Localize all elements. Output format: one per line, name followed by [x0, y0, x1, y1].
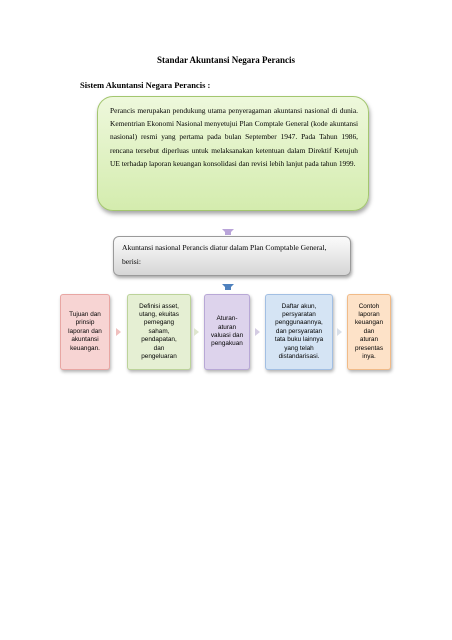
component-card-valuation-rules: Aturan- aturan valuasi dan pengakuan	[204, 294, 250, 370]
card-line: Definisi asset,	[139, 302, 179, 310]
card-line: prinsip	[75, 319, 95, 327]
card-line: keuangan	[354, 319, 384, 327]
card-line: laporan dan	[68, 327, 102, 335]
component-card-text: Definisi asset, utang, ekuitas pemegang …	[139, 303, 179, 362]
component-card-sample-statements: Contoh laporan keuangan dan aturan prese…	[347, 294, 391, 370]
card-line: keuangan.	[70, 344, 100, 352]
component-card-objectives: Tujuan dan prinsip laporan dan akuntansi…	[60, 294, 110, 370]
chevron-right-icon	[337, 328, 342, 336]
chevron-right-icon	[255, 328, 260, 336]
card-line: penggunaannya,	[275, 319, 323, 327]
card-line: akuntansi	[71, 336, 99, 344]
plan-statement-text: Akuntansi nasional Perancis diatur dalam…	[122, 243, 327, 266]
section-heading: Sistem Akuntansi Negara Perancis :	[80, 80, 211, 90]
card-line: Contoh	[358, 302, 380, 310]
component-card-text: Contoh laporan keuangan dan aturan prese…	[355, 303, 383, 362]
component-card-chart-of-accounts: Daftar akun, persyaratan penggunaannya, …	[265, 294, 333, 370]
card-line: tata buku lainnya	[274, 336, 324, 344]
card-line: dan	[363, 327, 375, 335]
card-line: yang telah	[284, 344, 314, 352]
component-card-text: Tujuan dan prinsip laporan dan akuntansi…	[68, 311, 102, 353]
down-arrow-icon	[222, 284, 234, 290]
down-arrow-icon	[222, 229, 234, 235]
card-line: aturan	[217, 323, 237, 331]
card-line: persyaratan	[282, 310, 316, 318]
page-title: Standar Akuntansi Negara Perancis	[156, 55, 296, 65]
card-line: pendapatan,	[141, 336, 177, 344]
card-line: distandarisasi.	[278, 353, 320, 361]
card-line: laporan	[358, 310, 380, 318]
card-line: presentas	[354, 344, 384, 352]
component-card-text: Daftar akun, persyaratan penggunaannya, …	[275, 303, 323, 362]
card-line: pengakuan	[211, 340, 243, 348]
card-line: utang, ekuitas	[139, 310, 179, 318]
chevron-right-icon	[194, 328, 199, 336]
intro-paragraph-text: Perancis merupakan pendukung utama penye…	[110, 106, 358, 168]
plan-statement-box: Akuntansi nasional Perancis diatur dalam…	[113, 236, 351, 276]
card-line: pengeluaran	[141, 353, 177, 361]
card-line: pemegang	[143, 319, 175, 327]
component-card-definitions: Definisi asset, utang, ekuitas pemegang …	[127, 294, 191, 370]
card-line: dan	[153, 344, 165, 352]
card-line: Tujuan dan	[69, 310, 101, 318]
component-card-text: Aturan- aturan valuasi dan pengakuan	[211, 315, 243, 349]
card-line: Aturan-	[216, 315, 238, 323]
card-line: inya.	[362, 353, 376, 361]
intro-paragraph-box: Perancis merupakan pendukung utama penye…	[97, 96, 369, 211]
card-line: saham,	[148, 327, 170, 335]
card-line: dan persyaratan	[275, 327, 323, 335]
card-line: valuasi dan	[210, 332, 244, 339]
chevron-right-icon	[116, 328, 121, 336]
card-line: aturan	[359, 336, 379, 344]
card-line: Daftar akun,	[281, 302, 317, 310]
